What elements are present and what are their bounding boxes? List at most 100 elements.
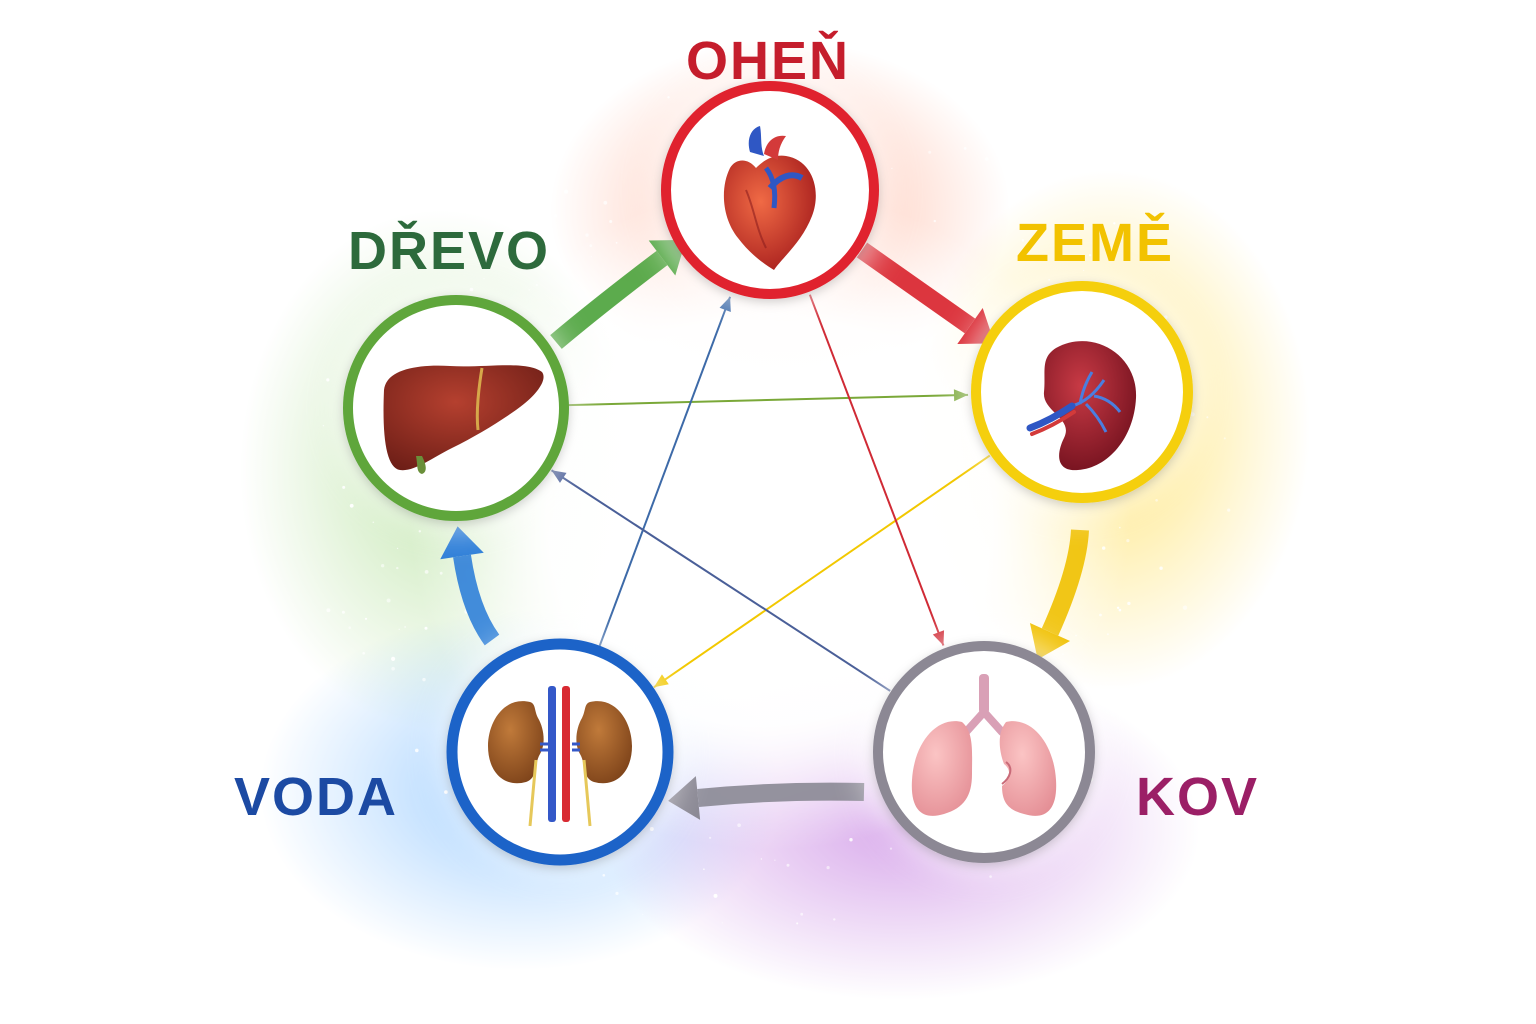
sparkle-dot [721, 922, 723, 924]
control-line-kov-drevo [550, 469, 891, 692]
sparkle-dot [518, 238, 523, 243]
sparkle-dot [386, 598, 391, 603]
sparkle-dot [342, 485, 346, 489]
sparkle-dot [326, 608, 331, 613]
cycle-arrowhead [668, 776, 701, 820]
element-nodes [338, 72, 1200, 870]
sparkle-dot [1099, 613, 1102, 617]
sparkle-dot [1013, 140, 1016, 143]
label-ohen: OHEŇ [686, 31, 851, 91]
sparkle-dot [541, 265, 546, 270]
sparkle-dot [963, 147, 967, 150]
sparkle-dot [590, 256, 593, 258]
control-arrowhead [932, 630, 945, 646]
sparkle-dot [703, 868, 705, 870]
sparkle-dot [1206, 416, 1209, 419]
spleen-icon [1026, 341, 1137, 471]
lungs-icon [911, 674, 1057, 816]
sparkle-dot [1116, 606, 1120, 609]
sparkle-dot [986, 120, 990, 125]
sparkle-dot [709, 836, 712, 839]
sparkle-dot [928, 150, 932, 154]
cycle-arrow-shaft [856, 242, 976, 334]
sparkle-dot [397, 547, 399, 549]
sparkle-dot [404, 626, 406, 628]
sparkle-dot [1126, 539, 1130, 543]
control-arrowhead [953, 389, 969, 402]
sparkle-dot [615, 241, 618, 244]
sparkle-dot [1106, 633, 1109, 636]
sparkle-dot [341, 610, 345, 614]
sparkle-dot [985, 157, 989, 161]
cycle-arrow-kov-voda [668, 776, 865, 820]
sparkle-dot [422, 677, 426, 682]
sparkle-dot [1015, 174, 1018, 178]
sparkle-dot [553, 214, 558, 218]
sparkle-dot [889, 847, 893, 850]
sparkle-dot [796, 922, 799, 925]
sparkle-dot [1159, 566, 1163, 570]
label-kov: KOV [1136, 767, 1260, 827]
sparkle-dot [415, 748, 419, 753]
sparkle-dot [348, 626, 352, 629]
sparkle-dot [1062, 653, 1064, 655]
cycle-arrow-shaft [697, 782, 865, 807]
sparkle-dot [1127, 601, 1131, 606]
sparkle-dot [713, 893, 718, 898]
sparkle-dot [786, 863, 790, 867]
control-arrowhead [719, 296, 731, 313]
node-ohen [652, 72, 888, 308]
sparkle-dot [1119, 526, 1121, 529]
sparkle-dot [564, 189, 569, 194]
sparkle-dot [589, 244, 593, 248]
sparkle-dot [1088, 254, 1092, 257]
sparkle-dot [760, 858, 763, 860]
controlling-cycle-lines [550, 294, 991, 692]
sparkle-dot [532, 149, 535, 152]
sparkle-dot [396, 566, 399, 570]
sparkle-dot [516, 246, 520, 249]
control-line-ohen-kov [808, 294, 945, 646]
sparkle-dot [585, 233, 589, 237]
label-drevo: DŘEVO [348, 221, 551, 281]
sparkle-dot [1227, 508, 1231, 512]
label-voda: VODA [234, 767, 399, 827]
sparkle-dot [364, 617, 368, 620]
kidneys-icon [488, 686, 632, 827]
sparkle-dot [774, 859, 776, 861]
generating-cycle-arrows [440, 239, 1089, 820]
sparkle-dot [501, 208, 503, 210]
sparkle-dot [933, 219, 936, 223]
sparkle-dot [1118, 608, 1122, 612]
sparkle-dot [615, 891, 619, 896]
sparkle-dot [667, 96, 670, 99]
node-zeme [964, 274, 1200, 510]
sparkle-dot [849, 838, 853, 842]
control-arrowhead [653, 674, 669, 688]
sparkle-dot [391, 656, 396, 662]
sparkle-dot [439, 571, 443, 575]
sparkle-dot [642, 913, 644, 915]
control-arrowhead [551, 470, 567, 483]
sparkle-dot [1223, 437, 1226, 440]
control-line-zeme-voda [653, 454, 991, 689]
sparkle-dot [326, 378, 330, 382]
sparkle-dot [800, 912, 804, 916]
node-ring-voda [446, 638, 674, 866]
cycle-arrow-shaft [453, 554, 500, 646]
cycle-arrow-voda-drevo [440, 526, 500, 646]
sparkle-dot [737, 823, 741, 827]
sparkle-dot [424, 626, 428, 630]
node-voda [442, 634, 678, 870]
control-line-drevo-zeme [567, 393, 969, 407]
sparkle-dot [469, 287, 474, 292]
sparkle-dot [525, 153, 528, 155]
sparkle-dot [483, 278, 485, 280]
sparkle-dot [372, 521, 375, 524]
sparkle-dot [891, 167, 893, 170]
cycle-arrowhead [440, 526, 484, 560]
sparkle-dot [833, 918, 836, 921]
cycle-arrow-shaft [550, 250, 668, 349]
liver-icon [383, 365, 544, 474]
